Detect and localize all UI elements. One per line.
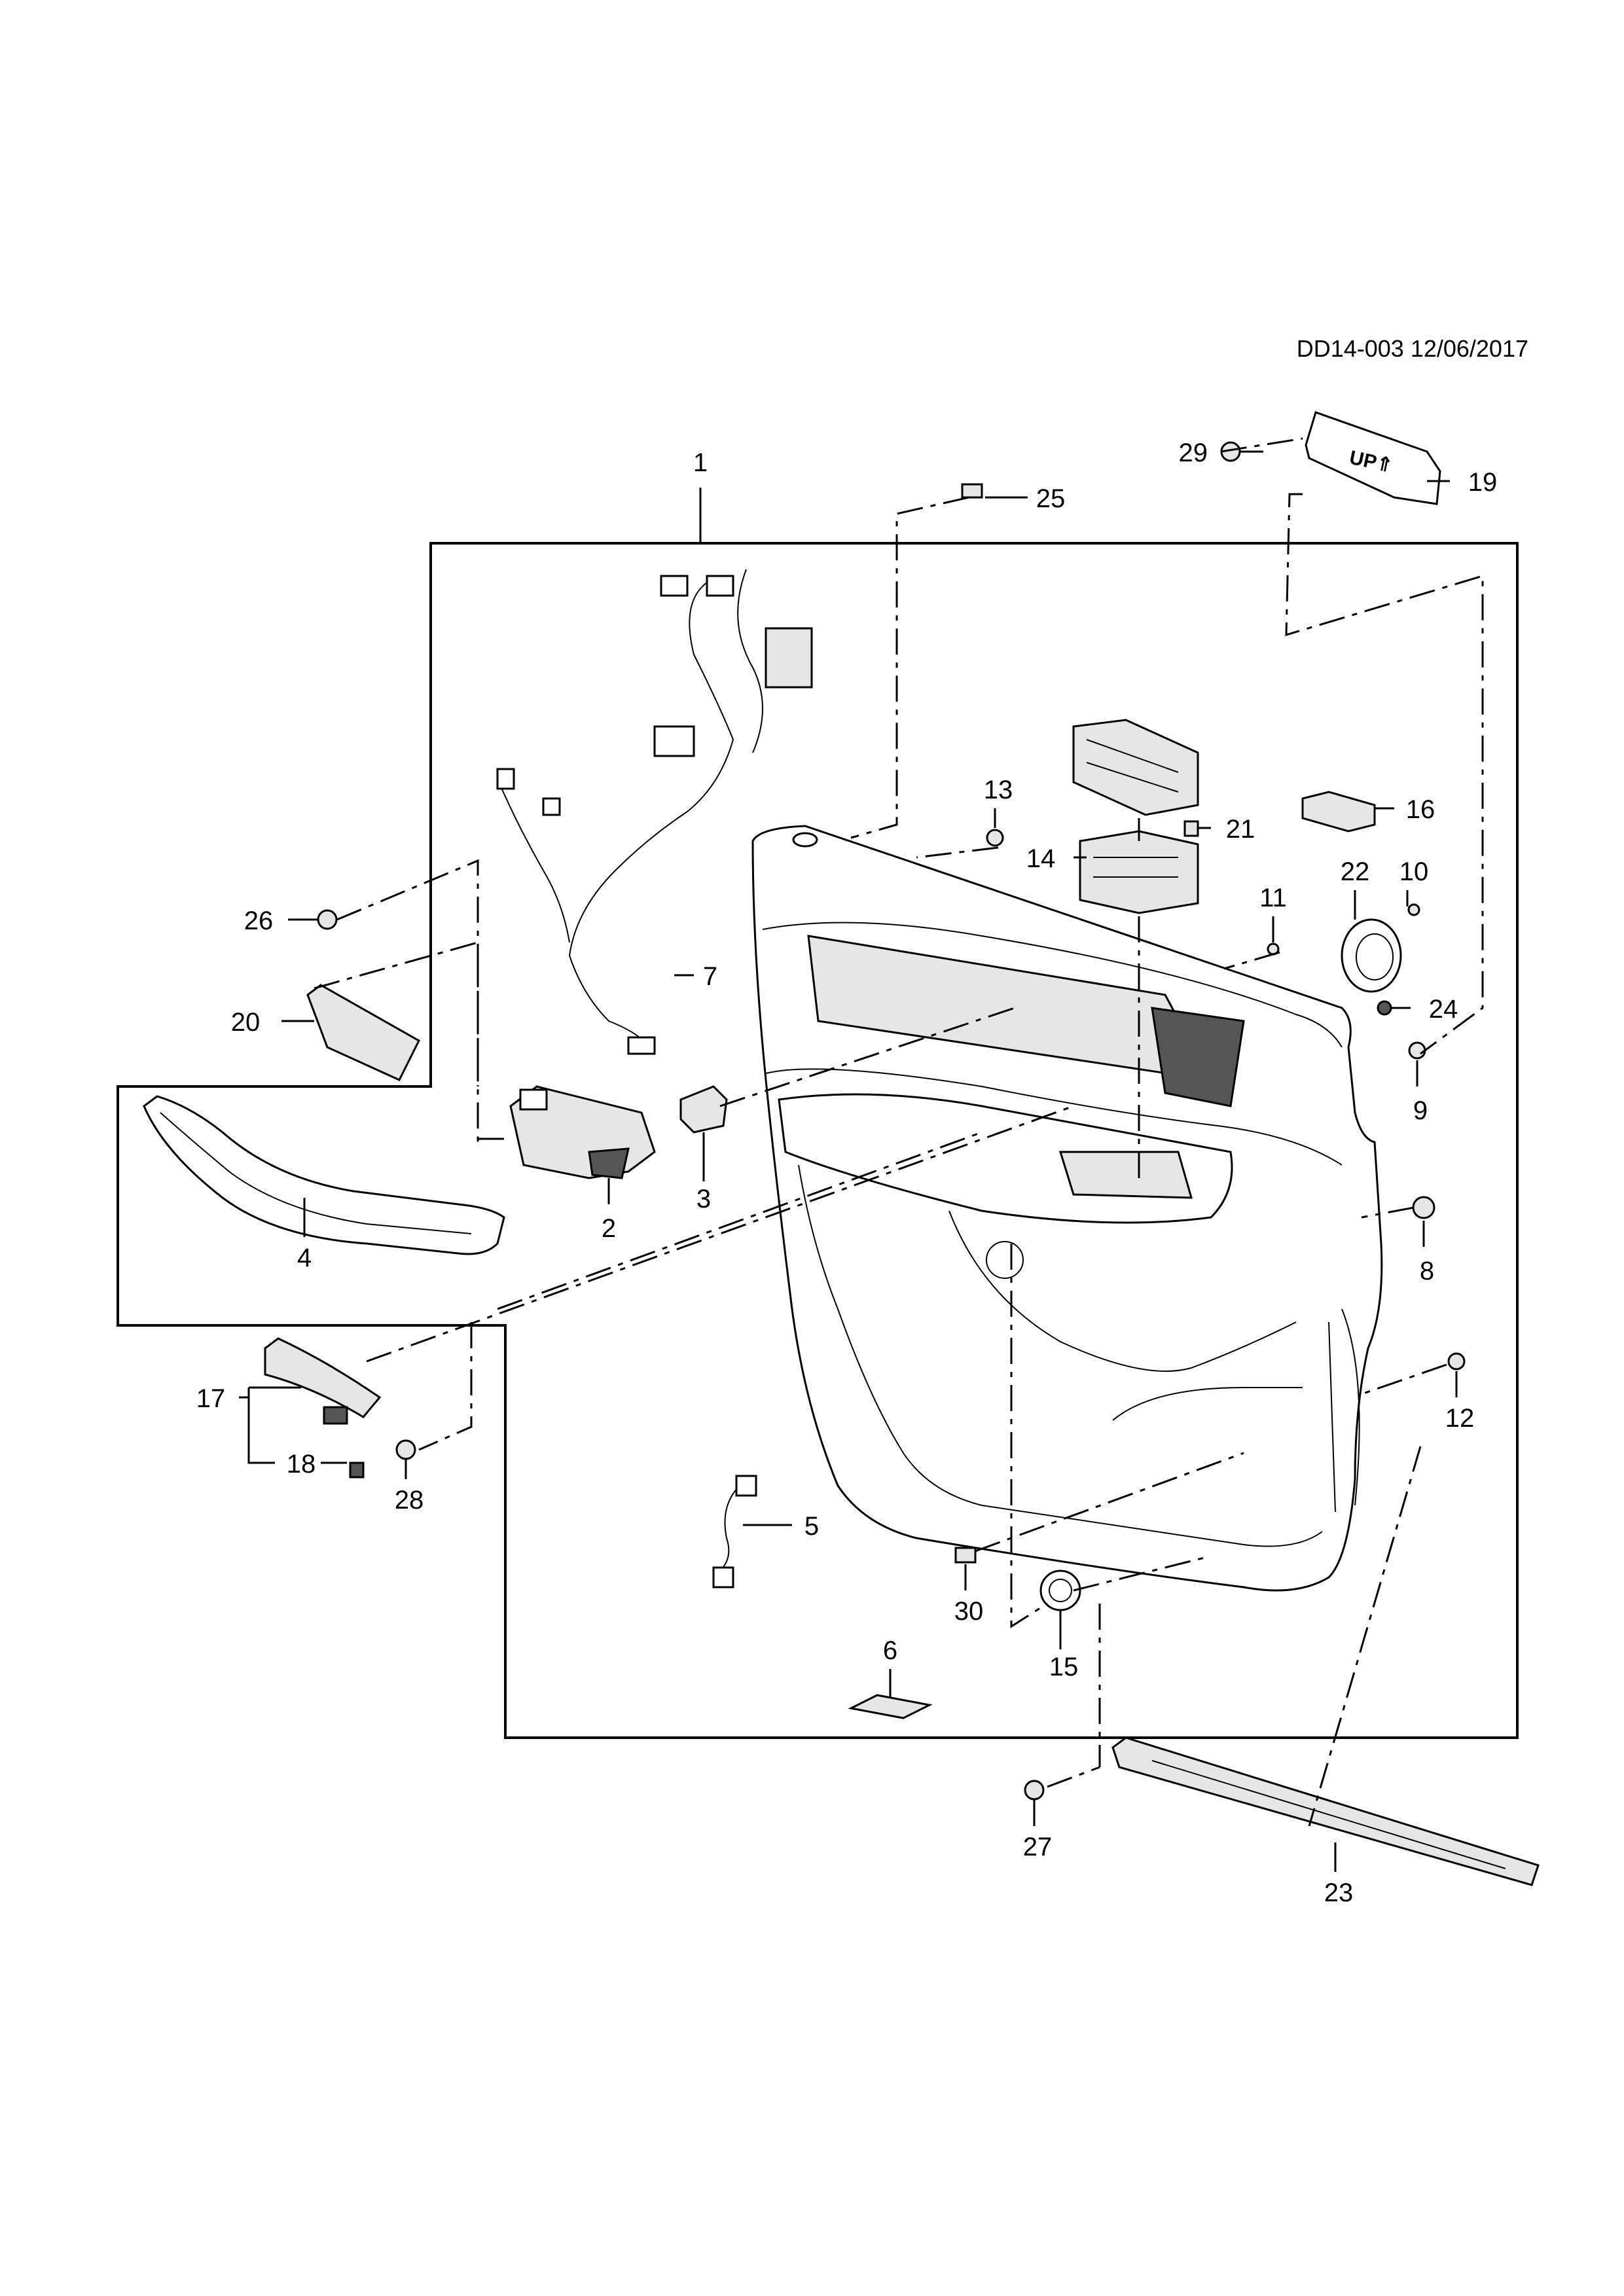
fastener-26: [317, 909, 338, 930]
callout-20: 20: [231, 1008, 261, 1037]
fastener-27: [1024, 1780, 1045, 1801]
clip-25: [961, 483, 983, 499]
callout-9: 9: [1413, 1096, 1428, 1125]
callout-21: 21: [1226, 815, 1255, 844]
part-22-speaker-ring: [1341, 918, 1402, 993]
assembly-dash-lines: [314, 437, 1484, 1827]
document-id-label: DD14-003 12/06/2017: [1297, 335, 1528, 362]
fastener-21: [1183, 820, 1199, 837]
part-18-clip: [349, 1462, 365, 1479]
part-30-clip: [954, 1547, 977, 1564]
leader-lines: [239, 450, 1458, 1872]
fastener-8: [1412, 1196, 1435, 1219]
callout-12: 12: [1445, 1404, 1475, 1433]
callout-5: 5: [804, 1512, 819, 1541]
fastener-24: [1377, 1000, 1392, 1016]
callout-23: 23: [1324, 1878, 1354, 1907]
fastener-10: [1407, 903, 1420, 916]
assembly-1-outline: [117, 542, 1519, 1739]
part-20-bezel: [306, 984, 420, 1081]
callout-10: 10: [1399, 857, 1429, 886]
part-switch-bezel: [1072, 719, 1199, 816]
part-6-pad: [848, 1694, 933, 1719]
callout-25: 25: [1036, 484, 1066, 513]
callout-18: 18: [287, 1450, 316, 1479]
callout-6: 6: [883, 1636, 897, 1665]
part-5-wire-harness: [712, 1475, 757, 1588]
callout-1: 1: [693, 448, 708, 477]
callout-4: 4: [297, 1244, 312, 1272]
callout-29: 29: [1179, 439, 1208, 467]
callout-8: 8: [1420, 1257, 1434, 1285]
callout-28: 28: [395, 1486, 424, 1515]
callout-3: 3: [696, 1185, 711, 1213]
fastener-13: [986, 829, 1004, 847]
callout-13: 13: [984, 776, 1013, 804]
callout-labels: 1 2 3 4 5 6 7 8 9 10 11 12 13 14 15 16 1…: [196, 439, 1498, 1907]
part-4-armrest-trim: [143, 1095, 505, 1255]
part-23-sill-trim: [1111, 1736, 1540, 1886]
callout-26: 26: [244, 906, 274, 935]
part-19-bracket: UP⇑: [1305, 411, 1441, 505]
fastener-28: [395, 1439, 416, 1460]
part-17-trim-strip: [264, 1337, 382, 1425]
callout-16: 16: [1406, 795, 1435, 824]
callout-24: 24: [1429, 995, 1458, 1024]
callout-7: 7: [703, 962, 717, 991]
callout-11: 11: [1259, 884, 1287, 912]
callout-15: 15: [1049, 1653, 1079, 1681]
callout-27: 27: [1023, 1833, 1053, 1861]
callout-30: 30: [954, 1597, 984, 1626]
fastener-9: [1408, 1041, 1426, 1060]
callout-19: 19: [1468, 468, 1498, 497]
part-3-switch: [679, 1085, 728, 1134]
part-7-wiring-harness: [496, 569, 813, 1055]
callout-14: 14: [1026, 844, 1056, 873]
callout-2: 2: [602, 1214, 616, 1243]
fastener-12: [1447, 1352, 1466, 1371]
part-14-window-switch-panel: [1079, 830, 1199, 914]
part-2-door-handle: [509, 1085, 656, 1179]
callout-17: 17: [196, 1384, 226, 1413]
door-trim-panel: [751, 825, 1383, 1592]
callout-22: 22: [1341, 857, 1370, 886]
part-16-module: [1301, 791, 1376, 833]
